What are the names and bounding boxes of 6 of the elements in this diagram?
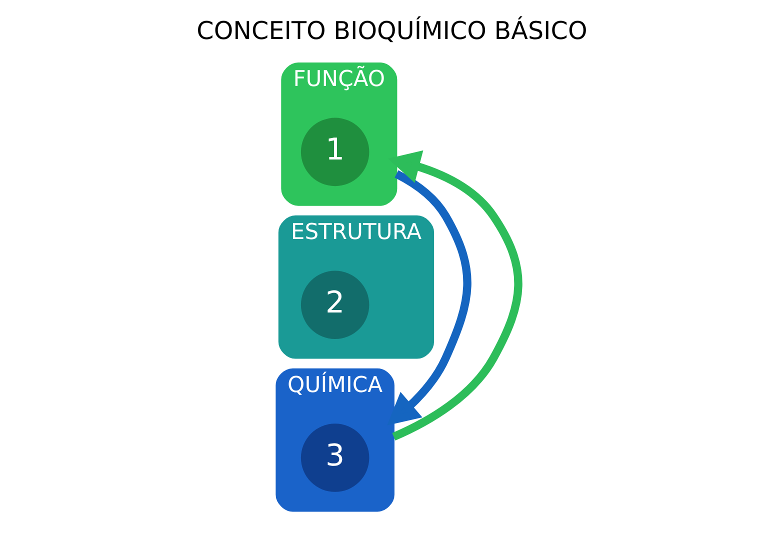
- node-circle: 2: [300, 270, 369, 339]
- diagram-title: CONCEITO BIOQUÍMICO BÁSICO: [196, 16, 587, 46]
- node-circle: 1: [300, 118, 369, 186]
- arrow: [386, 170, 471, 426]
- node-circle: 3: [300, 424, 369, 492]
- arrow: [388, 150, 522, 441]
